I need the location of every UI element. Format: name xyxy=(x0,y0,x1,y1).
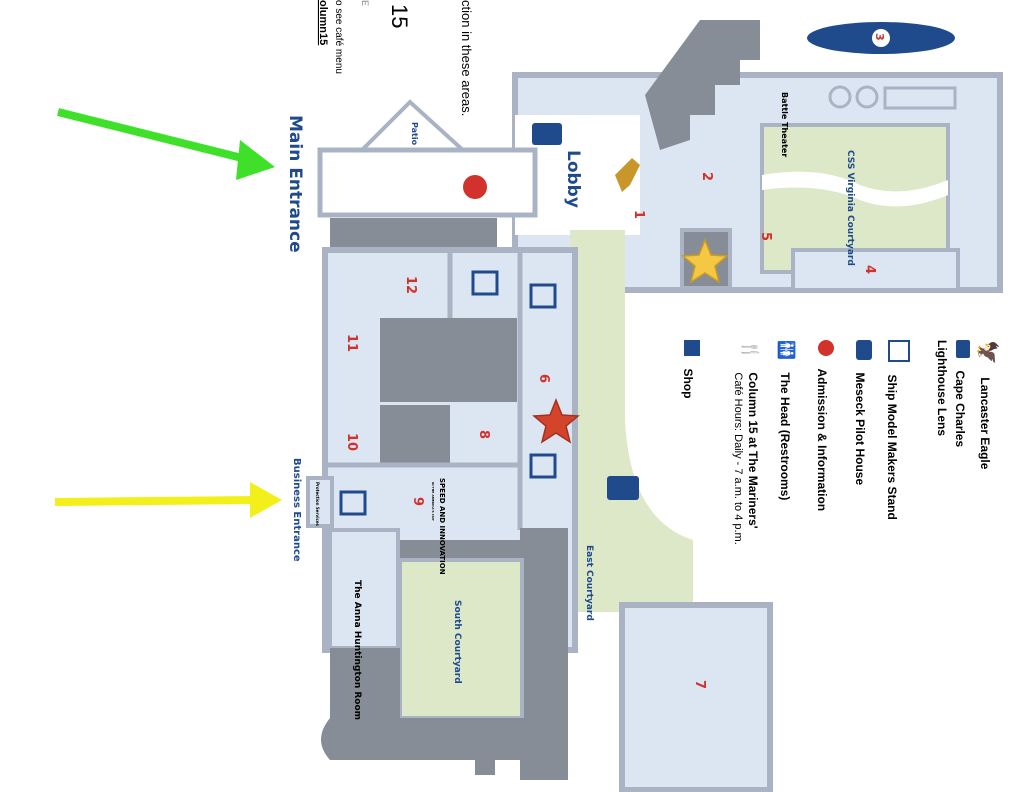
business-entrance-label: Business Entrance xyxy=(291,458,302,562)
south-courtyard xyxy=(398,558,524,720)
shop-icon xyxy=(684,340,700,356)
south-dark-bar xyxy=(400,540,520,560)
cafe-block xyxy=(317,147,538,218)
protection-booth xyxy=(306,476,334,528)
main-entrance-label: Main Entrance xyxy=(285,115,305,253)
gallery-5-label: 5 xyxy=(758,232,773,241)
legend-item-cafe: 🍴 Column 15 at The Mariners' Café Hours:… xyxy=(731,340,760,545)
anna-huntington-label: The Anna Huntington Room xyxy=(352,580,362,720)
info-icon xyxy=(463,175,487,199)
center-block-2 xyxy=(380,405,450,465)
east-courtyard-label: East Courtyard xyxy=(584,545,594,621)
speed-innovation-sub: IN THE AMERICA'S CUP xyxy=(431,482,435,521)
gallery-10-label: 10 xyxy=(344,433,359,451)
gallery-9-label: 9 xyxy=(410,497,425,506)
cafe-hours: Café Hours: Daily - 7 a.m. to 4 p.m. xyxy=(732,372,744,545)
speed-innovation-label: SPEED AND INNOVATION xyxy=(438,478,446,575)
gallery-4-label: 4 xyxy=(862,265,877,274)
wall-block xyxy=(330,218,497,250)
gallery-7-label: 7 xyxy=(692,680,707,689)
pilot-house-icon xyxy=(856,340,872,360)
cafe-menu-text: o see café menu xyxy=(333,0,344,74)
css-virginia-label: CSS Virginia Courtyard xyxy=(845,150,855,266)
gallery-4-room xyxy=(791,248,960,292)
legend-label: Admission & Information xyxy=(815,368,829,512)
ship-model-icon xyxy=(529,453,557,479)
display-case xyxy=(883,86,957,110)
legend-label: Ship Model Makers Stand xyxy=(885,374,899,520)
legend-label: Meseck Pilot House xyxy=(853,372,867,486)
gallery-3-badge xyxy=(872,29,890,47)
business-entrance-arrow xyxy=(54,482,282,518)
legend-item-restroom: 🚻 The Head (Restrooms) xyxy=(776,340,796,500)
cafe-icon: 🍴 xyxy=(741,340,758,360)
cafe-link[interactable]: olumn15 xyxy=(317,0,329,45)
notice-text: ction in these areas. xyxy=(459,0,474,116)
legend-item-eagle: 🦅 Lancaster Eagle xyxy=(975,340,1000,469)
patio-label: Patio xyxy=(410,122,419,146)
gallery-12-label: 12 xyxy=(403,276,418,294)
eagle-icon xyxy=(615,158,640,192)
ship-model-icon xyxy=(888,340,910,362)
center-block xyxy=(380,318,517,402)
gallery-6-label: 6 xyxy=(536,374,551,383)
legend-item-lens: Cape Charles Lighthouse Lens xyxy=(933,340,970,500)
legend-label: Shop xyxy=(681,368,695,399)
lobby-label: Lobby xyxy=(563,150,583,208)
courtyard-path xyxy=(762,171,948,207)
red-star-icon xyxy=(532,397,580,444)
legend-label: Lancaster Eagle xyxy=(978,377,992,470)
south-courtyard-label: South Courtyard xyxy=(452,600,462,684)
legend-item-pilot-house: Meseck Pilot House xyxy=(851,340,872,485)
ship-model-icon xyxy=(339,490,367,516)
cafe-number: 15 xyxy=(387,4,412,28)
cafe-letter: E xyxy=(360,0,370,6)
legend-label: Column 15 at The Mariners' xyxy=(746,372,760,529)
gallery-1-label: 1 xyxy=(631,210,646,219)
main-entrance-arrow xyxy=(57,108,275,180)
ship-model-icon xyxy=(529,283,557,309)
display-circle xyxy=(828,85,852,109)
sw-dark-block xyxy=(330,648,400,720)
legend-label: The Head (Restrooms) xyxy=(778,372,792,501)
info-icon xyxy=(818,340,834,356)
protection-services-label: Protection Services xyxy=(315,482,320,527)
yellow-star-icon xyxy=(681,237,729,284)
gallery-7-room xyxy=(619,602,773,792)
display-circle xyxy=(855,85,879,109)
legend-item-info: Admission & Information xyxy=(813,340,834,511)
lens-icon xyxy=(956,340,970,358)
eagle-icon: 🦅 xyxy=(976,340,998,365)
gallery-11-label: 11 xyxy=(344,334,359,352)
legend-item-ship-model: Ship Model Makers Stand xyxy=(883,340,910,520)
ship-model-icon xyxy=(471,270,499,296)
restroom-icon: 🚻 xyxy=(777,340,794,360)
lens-icon xyxy=(532,123,562,145)
anna-room xyxy=(328,528,400,650)
east-dark-block xyxy=(520,528,568,780)
legend-item-shop: Shop xyxy=(679,340,700,398)
battle-theater-label: Battle Theater xyxy=(780,92,789,157)
ship-structure xyxy=(645,20,760,150)
gallery-8-label: 8 xyxy=(476,430,491,439)
east-courtyard xyxy=(570,230,693,612)
gallery-2-label: 2 xyxy=(699,172,714,181)
gallery-3-label: 3 xyxy=(873,33,886,41)
south-dark-band xyxy=(321,718,525,775)
pilot-house-icon xyxy=(607,476,639,500)
